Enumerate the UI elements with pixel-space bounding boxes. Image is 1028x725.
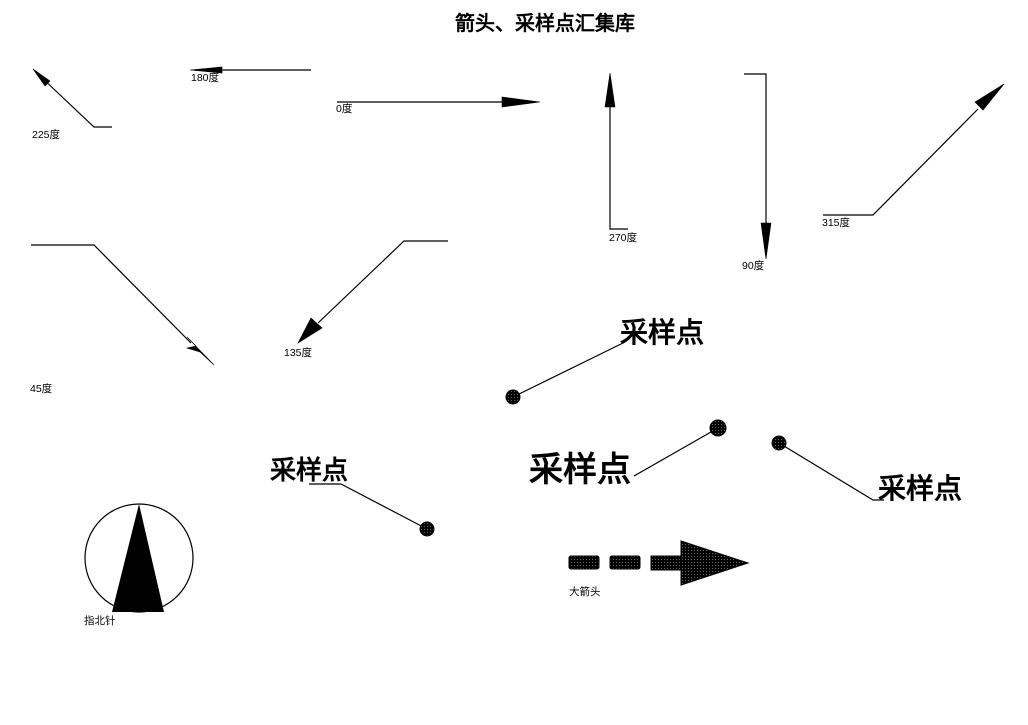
sample-point-top-label: 采样点 (620, 316, 704, 349)
arrow-270-leader (609, 105, 628, 230)
sample-point-middle-label: 采样点 (529, 450, 631, 490)
sample-point-left-marker (419, 521, 435, 537)
arrow-270-label: 270度 (609, 231, 638, 244)
big-arrow-label: 大箭头 (569, 585, 601, 598)
arrow-225-label: 225度 (32, 128, 61, 141)
arrow-180: 180度 (189, 66, 311, 84)
arrow-180-head (189, 66, 223, 74)
sample-point-right-marker (771, 435, 787, 451)
arrow-225: 225度 (32, 68, 112, 141)
arrow-315-head (974, 83, 1005, 111)
sample-point-right-label: 采样点 (878, 472, 962, 505)
arrow-225-head (32, 68, 51, 87)
arrow-135-label: 135度 (284, 346, 313, 359)
arrow-0-head (501, 96, 541, 108)
arrow-45: 45度 (30, 244, 215, 395)
big-arrow-head (650, 540, 750, 586)
arrow-135-head (297, 317, 323, 344)
sample-point-top-leader (512, 342, 624, 398)
north-arrow-label: 指北针 (84, 614, 116, 627)
sample-point-left: 采样点 (270, 455, 435, 537)
page-title: 箭头、采样点汇集库 (455, 11, 635, 35)
arrow-135: 135度 (284, 240, 448, 359)
north-arrow: 指北针 (84, 503, 194, 627)
sample-point-right: 采样点 (771, 435, 962, 505)
arrow-0-label: 0度 (336, 102, 353, 115)
arrow-180-label: 180度 (191, 71, 220, 84)
sample-point-left-label: 采样点 (270, 455, 348, 486)
north-arrow-pointer (112, 504, 164, 612)
sample-point-middle-leader (633, 427, 719, 477)
arrow-315-label: 315度 (822, 216, 851, 229)
sample-point-middle-marker (709, 419, 727, 437)
arrow-135-leader (317, 240, 448, 324)
sample-point-left-leader (340, 483, 428, 530)
sample-point-middle: 采样点 (529, 419, 727, 490)
arrow-90-label: 90度 (742, 259, 765, 272)
arrow-45-label: 45度 (30, 382, 53, 395)
big-arrow-dash-2 (609, 555, 641, 570)
arrow-45-head (185, 336, 215, 366)
arrow-270: 270度 (604, 72, 638, 244)
big-arrow-dash-1 (568, 555, 600, 570)
arrow-270-head (604, 72, 616, 108)
sample-point-top: 采样点 (505, 316, 704, 405)
sample-point-top-marker (505, 389, 521, 405)
arrow-90-head (760, 222, 772, 260)
arrow-45-leader (31, 244, 192, 344)
arrow-90-leader (744, 73, 767, 225)
sample-point-right-leader (778, 442, 884, 501)
arrow-0: 0度 (336, 96, 541, 115)
big-arrow: 大箭头 (568, 540, 750, 598)
arrow-315: 315度 (822, 83, 1005, 229)
arrow-315-leader (823, 108, 979, 216)
arrow-225-leader (39, 75, 112, 128)
arrow-90: 90度 (742, 73, 772, 272)
